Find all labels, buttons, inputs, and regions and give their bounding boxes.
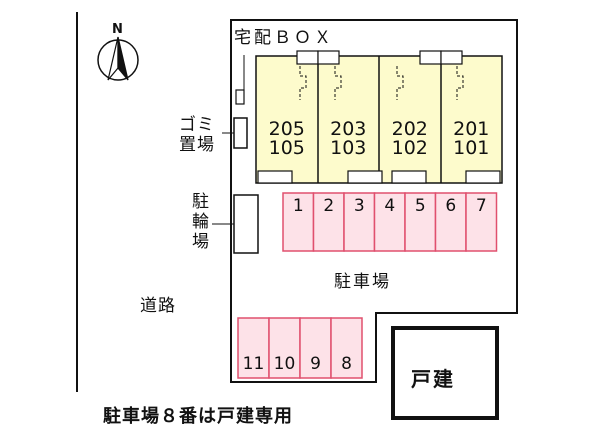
unit-upper: 203: [330, 118, 367, 140]
garbage-label: ゴミ 置場: [175, 115, 219, 155]
apartment-building: [255, 50, 503, 184]
parking-slot-number: 9: [310, 354, 321, 374]
footer-note: 駐車場８番は戸建専用: [103, 406, 293, 427]
garbage-label-line: 置場: [179, 135, 215, 155]
parking-slot: [330, 317, 363, 379]
compass-icon: [97, 36, 139, 81]
parking-slot-number: 1: [292, 196, 304, 216]
parking-slot: [299, 317, 332, 379]
bicycle-label-char: 駐: [192, 192, 210, 212]
unit-lower: 105: [268, 137, 305, 159]
unit-lower: 101: [453, 137, 490, 159]
unit-lower: 102: [391, 137, 428, 159]
unit-label: 202 102: [379, 120, 441, 164]
unit-lower: 103: [330, 137, 367, 159]
unit-upper: 202: [391, 118, 428, 140]
parking-slot: [312, 192, 345, 252]
parking-slot: [268, 317, 301, 379]
parking-slot: [404, 192, 437, 252]
delivery-box-label: 宅配ＢＯＸ: [234, 28, 334, 48]
bicycle-label-char: 場: [192, 232, 210, 252]
unit-label: 205 105: [256, 120, 318, 164]
garbage-label-line: ゴミ: [179, 115, 215, 135]
parking-slot-number: 2: [323, 196, 335, 216]
parking-label: 駐車場: [334, 272, 391, 292]
parking-slot-number: 3: [353, 196, 365, 216]
house-lot: [391, 326, 499, 420]
delivery-box: [235, 89, 245, 105]
parking-slot: [373, 192, 406, 252]
bicycle-parking-label: 駐 輪 場: [190, 192, 212, 252]
bicycle-parking: [233, 194, 259, 254]
parking-slot-number: 4: [384, 196, 396, 216]
parking-slot-number: 6: [445, 196, 457, 216]
garbage-area: [233, 117, 248, 149]
parking-slot-number: 7: [475, 196, 487, 216]
unit-labels: 205 105 203 103 202 102 201 101: [256, 120, 502, 164]
unit-label: 203 103: [318, 120, 380, 164]
road-label: 道路: [140, 296, 176, 316]
unit-upper: 205: [268, 118, 305, 140]
parking-slot: [465, 192, 498, 252]
north-label: N: [112, 22, 123, 37]
parking-row-bottom: [237, 317, 363, 379]
house-label: 戸建: [411, 367, 455, 391]
parking-slot: [237, 317, 270, 379]
bicycle-label-char: 輪: [192, 212, 210, 232]
parking-slot-number: 10: [273, 354, 296, 374]
parking-slot-number: 8: [341, 354, 352, 374]
parking-slot-number: 11: [242, 354, 265, 374]
unit-label: 201 101: [441, 120, 503, 164]
parking-slot-number: 5: [414, 196, 426, 216]
parking-row-top: [282, 192, 498, 252]
unit-upper: 201: [453, 118, 490, 140]
